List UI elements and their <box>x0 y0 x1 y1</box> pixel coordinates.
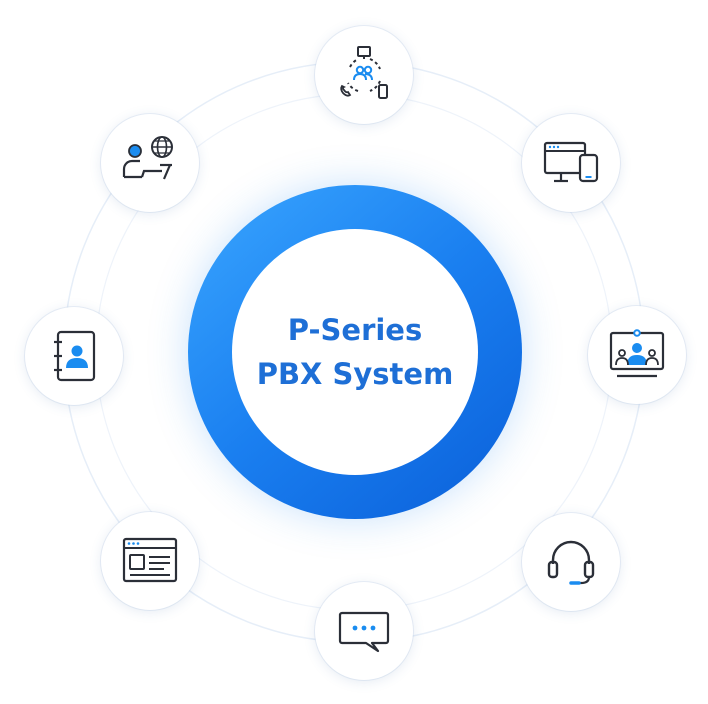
hub-title-line-2: PBX System <box>256 357 454 391</box>
feature-node-headset[interactable] <box>522 513 620 611</box>
remote-worker-icon <box>122 136 173 180</box>
chat-bubble-icon <box>338 611 390 653</box>
unified-communications-icon <box>340 46 388 99</box>
video-conference-icon <box>609 329 665 378</box>
headset-icon <box>547 540 595 585</box>
center-hub-ring: P-Series PBX System <box>188 185 522 519</box>
web-interface-icon <box>122 537 178 583</box>
feature-node-remote-worker[interactable] <box>101 114 199 212</box>
center-hub-label: P-Series PBX System <box>232 229 478 475</box>
hub-title-line-1: P-Series <box>287 313 423 347</box>
feature-node-contact-book[interactable] <box>25 307 123 405</box>
feature-node-unified-communications[interactable] <box>315 26 413 124</box>
feature-node-chat[interactable] <box>315 582 413 680</box>
desktop-mobile-icon <box>543 141 599 183</box>
feature-node-desktop-mobile[interactable] <box>522 114 620 212</box>
contact-book-icon <box>54 330 96 382</box>
feature-node-web-interface[interactable] <box>101 512 199 610</box>
feature-node-video-conference[interactable] <box>588 306 686 404</box>
